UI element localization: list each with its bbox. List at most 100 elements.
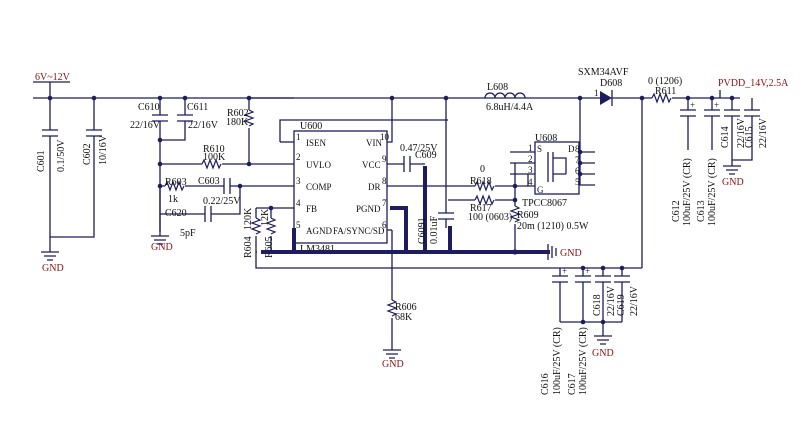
c612-plus: + bbox=[690, 100, 695, 110]
c611-value: 22/16V bbox=[188, 120, 219, 131]
c601-value: 0.1/50V bbox=[56, 139, 67, 172]
resistor-r609 bbox=[509, 186, 521, 252]
resistor-r617 bbox=[279, 119, 515, 206]
c6091-ref: C6091 bbox=[417, 217, 428, 244]
r602-value: 180K bbox=[226, 117, 249, 128]
resistor-r606 bbox=[386, 229, 398, 346]
c610-ref: C610 bbox=[138, 102, 160, 113]
r611-ref: R611 bbox=[655, 86, 676, 97]
c610-value: 22/16V bbox=[130, 120, 161, 131]
mosfet-pin-4: 4 bbox=[528, 177, 533, 187]
c6091-value: 0.01uF bbox=[429, 216, 440, 245]
r605-ref: R605 bbox=[264, 236, 275, 258]
ic-part: LM3481 bbox=[300, 244, 335, 255]
net-label-input: 6V~12V bbox=[35, 72, 71, 83]
inductor-ref: L608 bbox=[487, 82, 508, 93]
gnd-label-1: GND bbox=[42, 263, 64, 274]
r618-ref: R618 bbox=[470, 176, 492, 187]
input-rail bbox=[33, 81, 583, 101]
ground-symbol-bottom-caps bbox=[594, 332, 612, 345]
c617-ref: C617 bbox=[567, 373, 578, 395]
diode-ref: D608 bbox=[600, 78, 622, 89]
mosfet-pin-7: 7 bbox=[575, 155, 580, 165]
pin-5-name: AGND bbox=[306, 226, 332, 236]
capacitor-c602 bbox=[50, 98, 102, 238]
r604-value: 120K bbox=[243, 207, 254, 230]
r611-value: 0 (1206) bbox=[648, 76, 682, 87]
ground-symbol-input bbox=[41, 248, 59, 261]
gnd-label-3: GND bbox=[560, 248, 582, 259]
pin-4-num: 4 bbox=[296, 198, 301, 208]
r617-ref: R617 bbox=[470, 203, 492, 214]
c618-value: 22/16V bbox=[606, 285, 617, 316]
resistor-r610 bbox=[160, 158, 294, 170]
c614-value: 22/16V bbox=[736, 117, 747, 148]
c612-value: 100uF/25V (CR) bbox=[682, 158, 693, 226]
c620-value: 5pF bbox=[180, 228, 196, 239]
ground-symbol-output bbox=[723, 160, 741, 175]
c616-value: 100uF/25V (CR) bbox=[552, 327, 563, 395]
capacitor-c601 bbox=[42, 98, 58, 248]
inductor-value: 6.8uH/4.4A bbox=[486, 102, 534, 113]
c612-ref: C612 bbox=[671, 200, 682, 222]
pin-3-num: 3 bbox=[296, 176, 301, 186]
c617-plus: + bbox=[585, 266, 590, 276]
resistor-r602 bbox=[243, 98, 255, 164]
pin-9-name: VCC bbox=[362, 160, 381, 170]
r602-ref: R602 bbox=[227, 108, 249, 119]
r610-ref: R610 bbox=[203, 144, 225, 155]
resistor-r618 bbox=[387, 180, 528, 192]
pin-10-num: 10 bbox=[380, 132, 390, 142]
capacitor-c616 bbox=[552, 268, 568, 322]
mosfet-pin-3: 3 bbox=[528, 165, 533, 175]
c602-ref: C602 bbox=[82, 143, 93, 165]
r618-value: 0 bbox=[480, 164, 485, 175]
capacitor-c617 bbox=[575, 268, 591, 322]
mosfet-pin-g: G bbox=[537, 185, 544, 195]
pin-6-num: 6 bbox=[382, 220, 387, 230]
c609-value: 0.47/25V bbox=[400, 143, 438, 154]
diode-part: SXM34AVF bbox=[578, 67, 629, 78]
c613-plus: + bbox=[714, 100, 719, 110]
gnd-label-5: GND bbox=[592, 348, 614, 359]
r617-value: 100 (0603) bbox=[468, 212, 512, 223]
ground-bus bbox=[261, 166, 550, 254]
gnd-label-6: GND bbox=[382, 359, 404, 370]
c614-ref: C614 bbox=[720, 126, 731, 148]
gnd-label-2: GND bbox=[151, 242, 173, 253]
diode-d608 bbox=[580, 90, 643, 268]
r609-value: 20m (1210) 0.5W bbox=[517, 221, 589, 232]
pin-2-num: 2 bbox=[296, 152, 301, 162]
capacitor-c620 bbox=[159, 186, 241, 232]
ground-symbol-r606 bbox=[383, 346, 401, 359]
c619-ref: C619 bbox=[616, 294, 627, 316]
c615-value: 22/16V bbox=[758, 117, 769, 148]
c616-plus: + bbox=[562, 266, 567, 276]
pin-8-name: DR bbox=[368, 182, 381, 192]
c613-value: 100uF/25V (CR) bbox=[707, 158, 718, 226]
r610-value: 100K bbox=[203, 152, 226, 163]
r603-value: 1k bbox=[168, 194, 178, 205]
c615-ref: C615 bbox=[744, 126, 755, 148]
pin-1-name: ISEN bbox=[306, 138, 327, 148]
ground-symbol-comp bbox=[151, 232, 169, 245]
capacitor-c609 bbox=[387, 156, 425, 172]
c616-ref: C616 bbox=[540, 373, 551, 395]
capacitor-c615 bbox=[732, 98, 760, 161]
ic-ref: U600 bbox=[300, 121, 322, 132]
c613-ref: C613 bbox=[696, 200, 707, 222]
pin-6-name: FA/SYNC/SD bbox=[333, 226, 385, 236]
ic-u600 bbox=[249, 97, 393, 244]
resistor-r611 bbox=[642, 92, 740, 104]
pin-8-num: 8 bbox=[382, 176, 387, 186]
mosfet-u608 bbox=[510, 98, 595, 195]
mosfet-pin-8: 8 bbox=[575, 144, 580, 154]
c620-ref: C620 bbox=[165, 208, 187, 219]
mosfet-pin-6: 6 bbox=[575, 166, 580, 176]
r605-value: 12K bbox=[260, 208, 271, 226]
capacitor-c611 bbox=[160, 98, 193, 141]
pin-7-num: 7 bbox=[382, 198, 387, 208]
pin-9-num: 9 bbox=[382, 154, 387, 164]
mosfet-pin-s: S bbox=[537, 144, 542, 154]
